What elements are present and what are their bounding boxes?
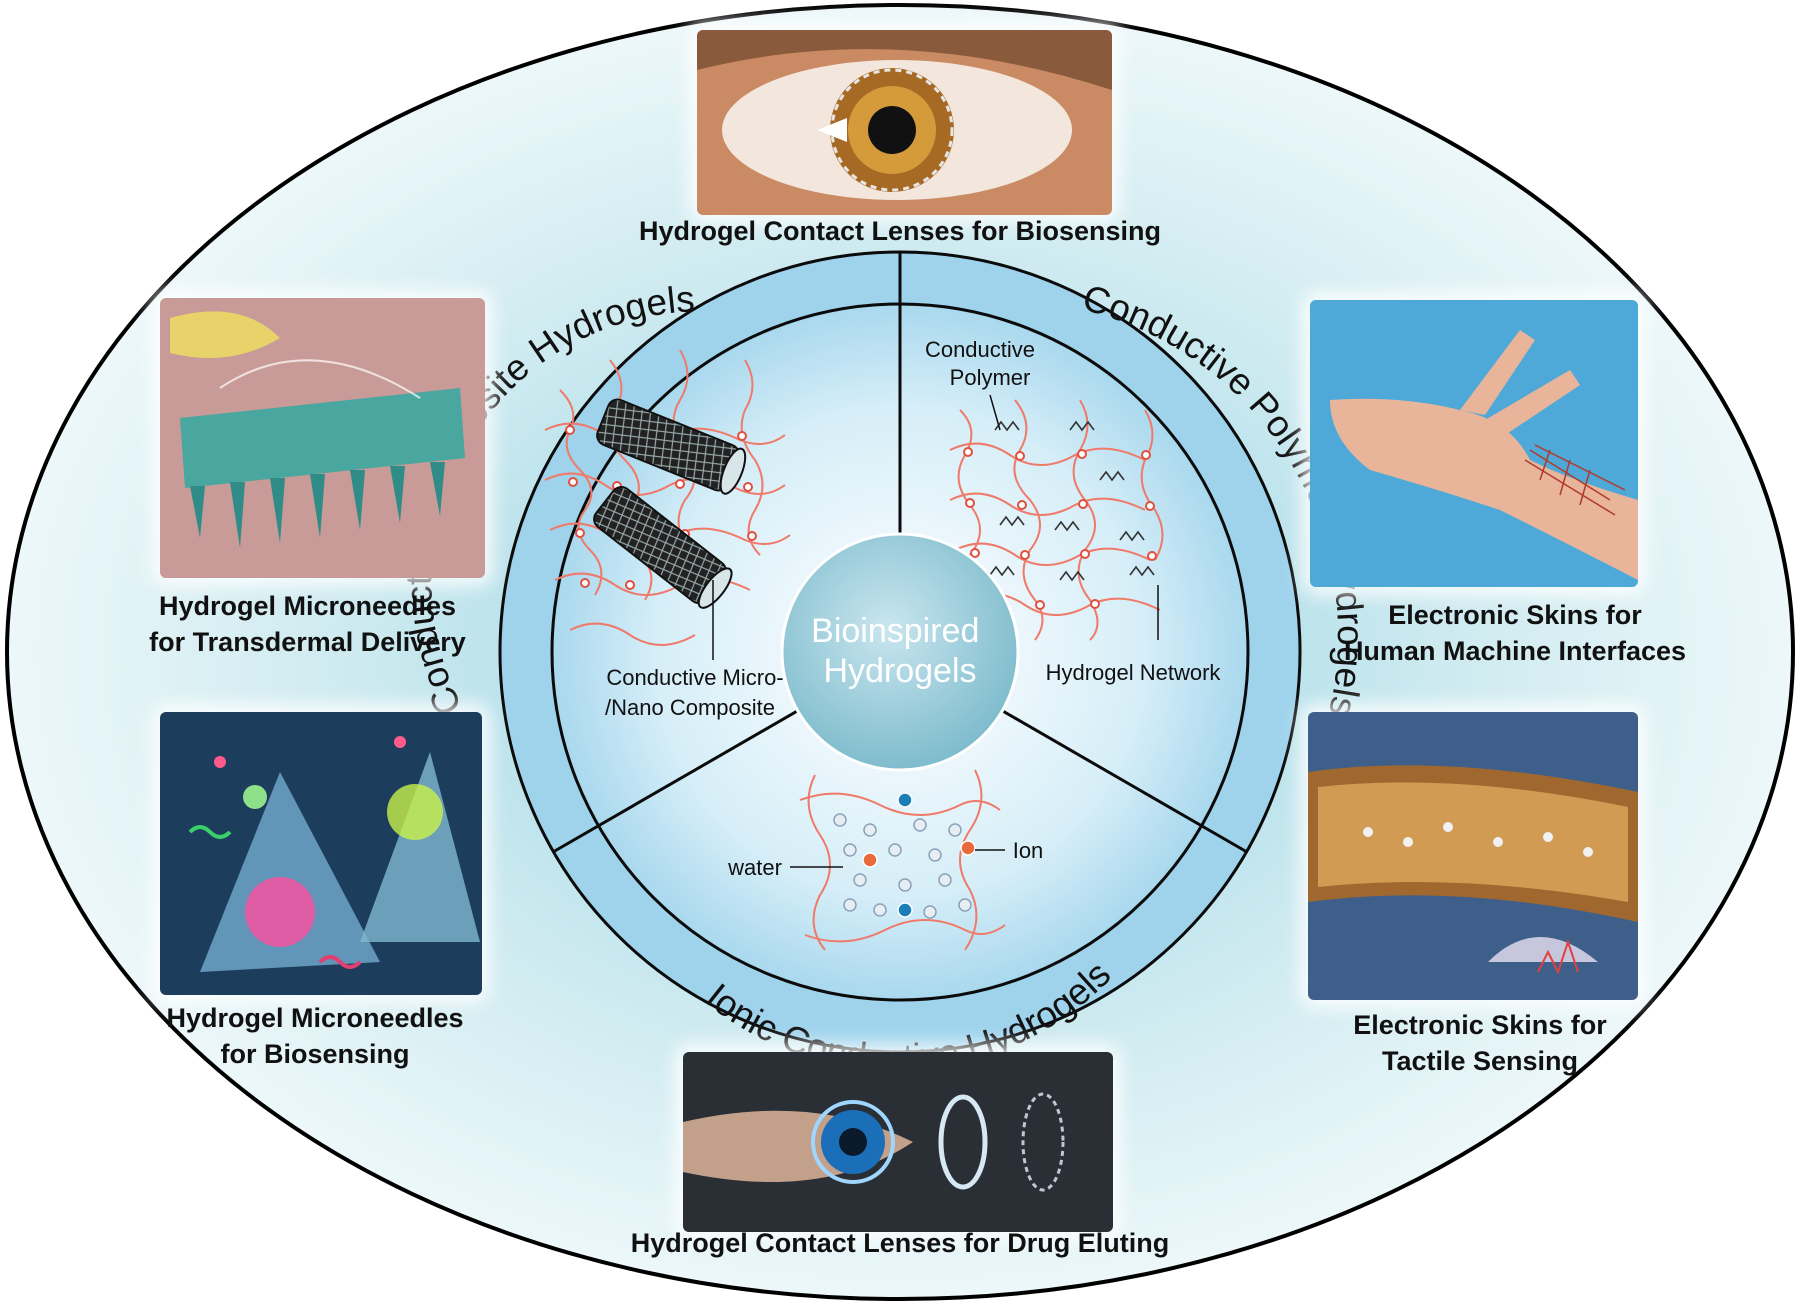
panel-eskin-hmi	[1310, 300, 1638, 587]
panel-contact-biosensing	[697, 30, 1112, 215]
caption-eskin-tactile: Electronic Skins for Tactile Sensing	[1353, 1010, 1607, 1076]
ions	[862, 792, 976, 918]
ionic-network	[799, 769, 1006, 951]
label-polymer-1: Conductive	[925, 337, 1035, 362]
caption-microneedles-biosensing: Hydrogel Microneedles for Biosensing	[166, 1003, 464, 1069]
panel-microneedles-delivery	[160, 298, 485, 578]
label-polymer-2: Polymer	[950, 365, 1031, 390]
conductive-polymer-chains	[989, 420, 1155, 582]
panel-eskin-tactile	[1308, 712, 1638, 1000]
water-molecules	[833, 813, 972, 919]
panel-contact-drug	[683, 1052, 1113, 1232]
center-title: Bioinspired Hydrogels	[811, 612, 989, 690]
caption-contact-biosensing: Hydrogel Contact Lenses for Biosensing	[638, 216, 1162, 246]
divider-right	[974, 693, 1248, 854]
label-micro-nano-1: Conductive Micro-	[606, 665, 783, 690]
caption-microneedles-delivery: Hydrogel Microneedles for Transdermal De…	[149, 591, 466, 657]
center-circle	[780, 532, 1020, 772]
label-network: Hydrogel Network	[1046, 660, 1222, 685]
nanotube-2	[593, 486, 733, 609]
nanotube-1	[596, 398, 747, 495]
label-micro-nano-2: /Nano Composite	[605, 695, 775, 720]
label-water: water	[727, 855, 782, 880]
leader-polymer	[989, 394, 1001, 431]
label-ion: Ion	[1013, 838, 1044, 863]
caption-eskin-hmi: Electronic Skins for Human Machine Inter…	[1343, 600, 1687, 666]
panel-microneedles-biosensing	[160, 712, 482, 995]
caption-contact-drug: Hydrogel Contact Lenses for Drug Eluting	[630, 1228, 1170, 1258]
divider-left	[552, 693, 826, 854]
